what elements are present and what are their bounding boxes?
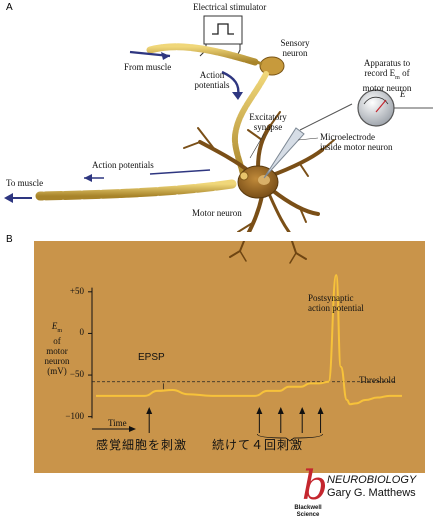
action-potential-arrow-top — [221, 70, 243, 100]
membrane-potential-trace — [96, 274, 402, 406]
sensory-axon — [146, 43, 285, 181]
panel-b: +50 0 −50 −100 Em of motor neuron (mV) Thre… — [34, 241, 425, 473]
epsp-label: EPSP — [138, 352, 165, 363]
jp-four-stimuli-label: 続けて４回刺激 — [212, 438, 304, 452]
stimulus-arrowhead — [299, 407, 306, 414]
panel-a: A — [0, 0, 433, 232]
y-tick-label: −50 — [69, 369, 84, 380]
microelectrode — [263, 103, 353, 179]
time-label: Time — [108, 418, 127, 428]
to-muscle-label: To muscle — [6, 178, 44, 188]
stimulus-brace — [256, 433, 323, 442]
motor-neuron-soma — [237, 165, 279, 199]
book-title: NEUROBIOLOGY — [327, 474, 417, 486]
membrane-potential-chart — [88, 241, 402, 442]
stimulus-arrowhead — [277, 407, 284, 414]
motor-neuron-label: Motor neuron — [192, 208, 242, 218]
stimulus-arrowhead — [146, 407, 153, 414]
y-tick-label: −100 — [65, 410, 84, 421]
time-arrowhead — [129, 426, 136, 432]
from-muscle-label: From muscle — [124, 62, 172, 72]
threshold-label: Threshold — [359, 375, 396, 385]
action-potentials-bottom-label: Action potentials — [92, 160, 154, 170]
synapse-terminal — [239, 171, 249, 181]
jp-stimulate-label: 感覚細胞を刺激 — [96, 438, 188, 452]
panel-a-letter: A — [6, 2, 13, 13]
apparatus-label: Apparatus to record Em of motor neuron — [362, 58, 412, 93]
meter-letter: E — [400, 89, 406, 99]
motor-axon — [4, 169, 237, 203]
meter-icon — [357, 89, 433, 127]
stimulus-arrowhead — [317, 407, 324, 414]
logo-letter: b — [302, 463, 328, 509]
y-axis-label: Em of motor neuron (mV) — [44, 321, 70, 376]
from-muscle-arrow — [129, 50, 171, 60]
stimulator — [199, 15, 243, 59]
y-tick-label: 0 — [79, 327, 85, 338]
y-tick-label: +50 — [69, 285, 84, 296]
stimulus-arrowhead — [256, 407, 263, 414]
panel-b-letter: B — [6, 234, 13, 245]
neuron-illustration — [4, 15, 433, 232]
book-author: Gary G. Matthews — [327, 487, 416, 499]
nucleus — [258, 175, 270, 185]
stimulator-label: Electrical stimulator — [193, 2, 267, 12]
